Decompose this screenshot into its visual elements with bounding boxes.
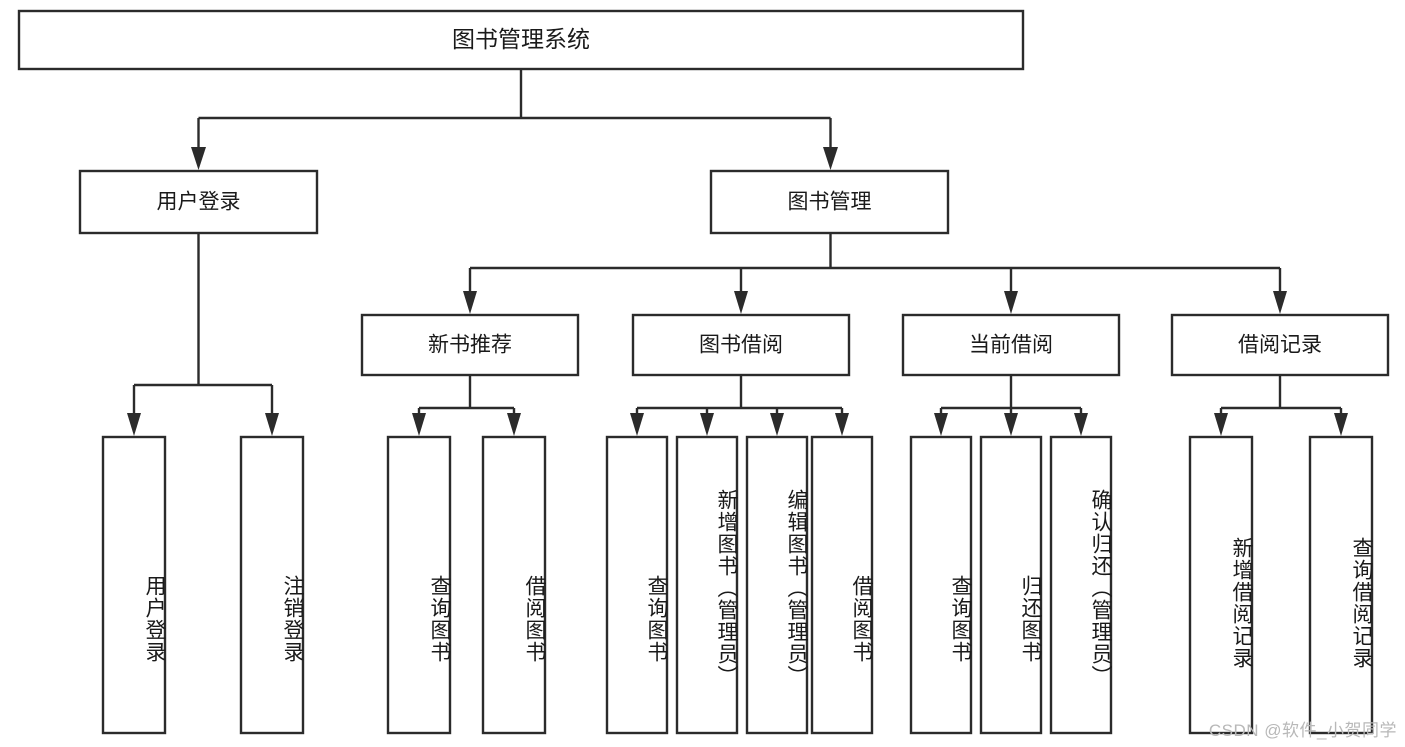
node-leaf-edit-book-admin[interactable] (745, 435, 809, 735)
node-new-book-recommendation-label: 新书推荐 (428, 334, 512, 357)
node-leaf-borrow-book[interactable] (810, 435, 874, 735)
arrowhead-newbook-leaf-1 (412, 413, 426, 436)
csdn-watermark: CSDN @软件_小贺同学 (1208, 721, 1397, 740)
arrowhead-new-book-rec (463, 291, 477, 314)
arrowhead-borrowrecord-leaf-2 (1334, 413, 1348, 436)
node-leaf-query-book-borrowing[interactable] (605, 435, 669, 735)
arrowhead-currentborrow-leaf-2 (1004, 413, 1018, 436)
node-root-label: 图书管理系统 (452, 26, 590, 52)
node-book-management-label: 图书管理 (788, 191, 872, 214)
node-leaf-query-borrow-record[interactable] (1308, 435, 1374, 735)
node-leaf-add-borrow-record[interactable] (1188, 435, 1254, 735)
node-leaf-user-login[interactable] (101, 435, 167, 735)
connectors-layer (127, 69, 1348, 436)
node-user-login[interactable] (78, 169, 319, 235)
arrowhead-borrow-record (1273, 291, 1287, 314)
node-root-book-management-system[interactable] (17, 9, 1025, 71)
node-current-borrowing-label: 当前借阅 (969, 334, 1053, 357)
arrowhead-bookborrow-leaf-1 (630, 413, 644, 436)
node-leaf-return-book[interactable] (979, 435, 1043, 735)
arrowhead-book-borrow (734, 291, 748, 314)
node-book-borrowing[interactable] (631, 313, 851, 377)
arrowhead-current-borrow (1004, 291, 1018, 314)
arrowhead-currentborrow-leaf-1 (934, 413, 948, 436)
arrowhead-leaf-logout (265, 413, 279, 436)
arrowhead-book-mgmt (823, 147, 838, 170)
arrowhead-leaf-user-login (127, 413, 141, 436)
node-leaf-confirm-return-admin[interactable] (1049, 435, 1113, 735)
arrowhead-borrowrecord-leaf-1 (1214, 413, 1228, 436)
node-book-management[interactable] (709, 169, 950, 235)
node-new-book-recommendation[interactable] (360, 313, 580, 377)
arrowhead-user-login (191, 147, 206, 170)
arrowhead-currentborrow-leaf-3 (1074, 413, 1088, 436)
arrowhead-bookborrow-leaf-4 (835, 413, 849, 436)
node-leaf-query-book-current[interactable] (909, 435, 973, 735)
arrowhead-bookborrow-leaf-2 (700, 413, 714, 436)
arrowhead-bookborrow-leaf-3 (770, 413, 784, 436)
node-user-login-label: 用户登录 (157, 191, 241, 214)
node-leaf-add-book-admin[interactable] (675, 435, 739, 735)
node-book-borrowing-label: 图书借阅 (699, 334, 783, 357)
node-borrowing-record-label: 借阅记录 (1238, 334, 1322, 357)
arrowhead-newbook-leaf-2 (507, 413, 521, 436)
node-leaf-query-book-newbook[interactable] (386, 435, 452, 735)
node-leaf-borrow-book-newbook[interactable] (481, 435, 547, 735)
node-leaf-logout[interactable] (239, 435, 305, 735)
node-current-borrowing[interactable] (901, 313, 1121, 377)
node-borrowing-record[interactable] (1170, 313, 1390, 377)
nodes-layer: 图书管理系统 用户登录 图书管理 新书推荐 图书借阅 当前借阅 借阅记录 (17, 9, 1390, 735)
